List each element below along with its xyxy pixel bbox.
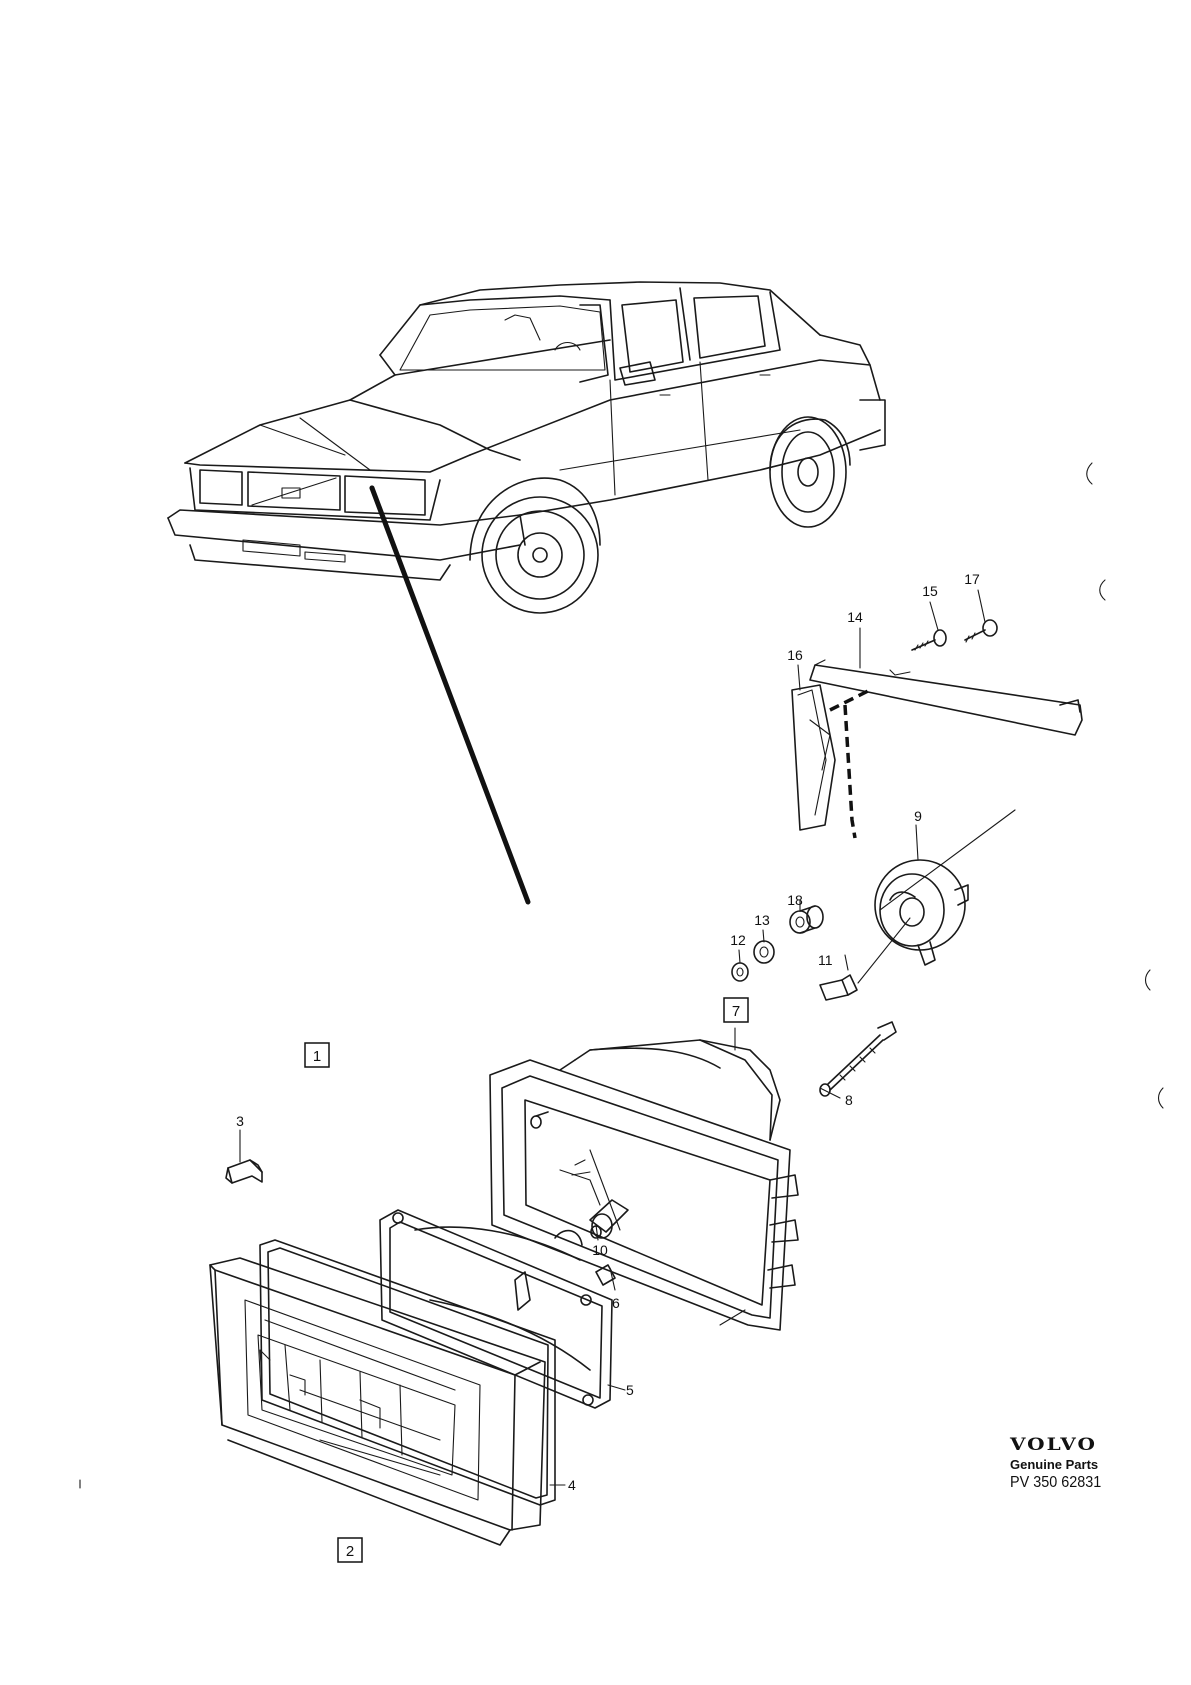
side-panel	[791, 684, 836, 831]
screw-17	[964, 619, 998, 643]
callout-6: 6	[612, 1295, 620, 1311]
callout-1: 1	[313, 1048, 321, 1065]
car-illustration	[167, 281, 886, 614]
leader-line	[369, 485, 531, 905]
part-number: PV 350 62831	[1010, 1474, 1102, 1491]
callout-9: 9	[914, 808, 922, 824]
reflector-insert	[379, 1209, 616, 1409]
bushing-18	[789, 905, 824, 934]
bulb-holder	[874, 809, 1016, 966]
callout-10: 10	[592, 1242, 608, 1258]
connector	[819, 917, 911, 1001]
brand-subtitle: Genuine Parts	[1010, 1457, 1099, 1472]
callout-18: 18	[787, 892, 803, 908]
callout-15: 15	[922, 583, 938, 599]
callout-2: 2	[346, 1543, 354, 1560]
callout-8: 8	[845, 1092, 853, 1108]
brand-block: VOLVO Genuine Parts PV 350 62831	[1010, 1432, 1150, 1492]
callout-box-1: 1	[304, 1042, 330, 1068]
washer-12	[731, 962, 749, 982]
callout-7: 7	[732, 1003, 740, 1020]
scan-marks	[79, 462, 1164, 1489]
callout-3: 3	[236, 1113, 244, 1129]
retaining-clip	[225, 1159, 263, 1184]
headlight-lens	[209, 1257, 546, 1546]
callout-17: 17	[964, 571, 980, 587]
callout-5: 5	[626, 1382, 634, 1398]
volvo-logo: VOLVO	[1010, 1433, 1097, 1455]
callout-4: 4	[568, 1477, 576, 1493]
nut-13	[753, 940, 775, 964]
bulb	[559, 1169, 629, 1239]
adjusting-screw	[819, 1021, 897, 1097]
front-wheel	[469, 477, 601, 614]
rear-wheel	[769, 416, 851, 528]
headlight-housing	[489, 1039, 799, 1331]
callout-leaders	[239, 589, 986, 1486]
callout-box-2: 2	[337, 1537, 363, 1563]
callout-14: 14	[847, 609, 863, 625]
callout-16: 16	[787, 647, 803, 663]
callout-11: 11	[818, 952, 833, 968]
callout-box-7: 7	[723, 997, 749, 1023]
screw-15	[911, 629, 947, 651]
callout-13: 13	[754, 912, 770, 928]
mounting-bracket	[809, 659, 1083, 736]
callout-12: 12	[730, 932, 746, 948]
